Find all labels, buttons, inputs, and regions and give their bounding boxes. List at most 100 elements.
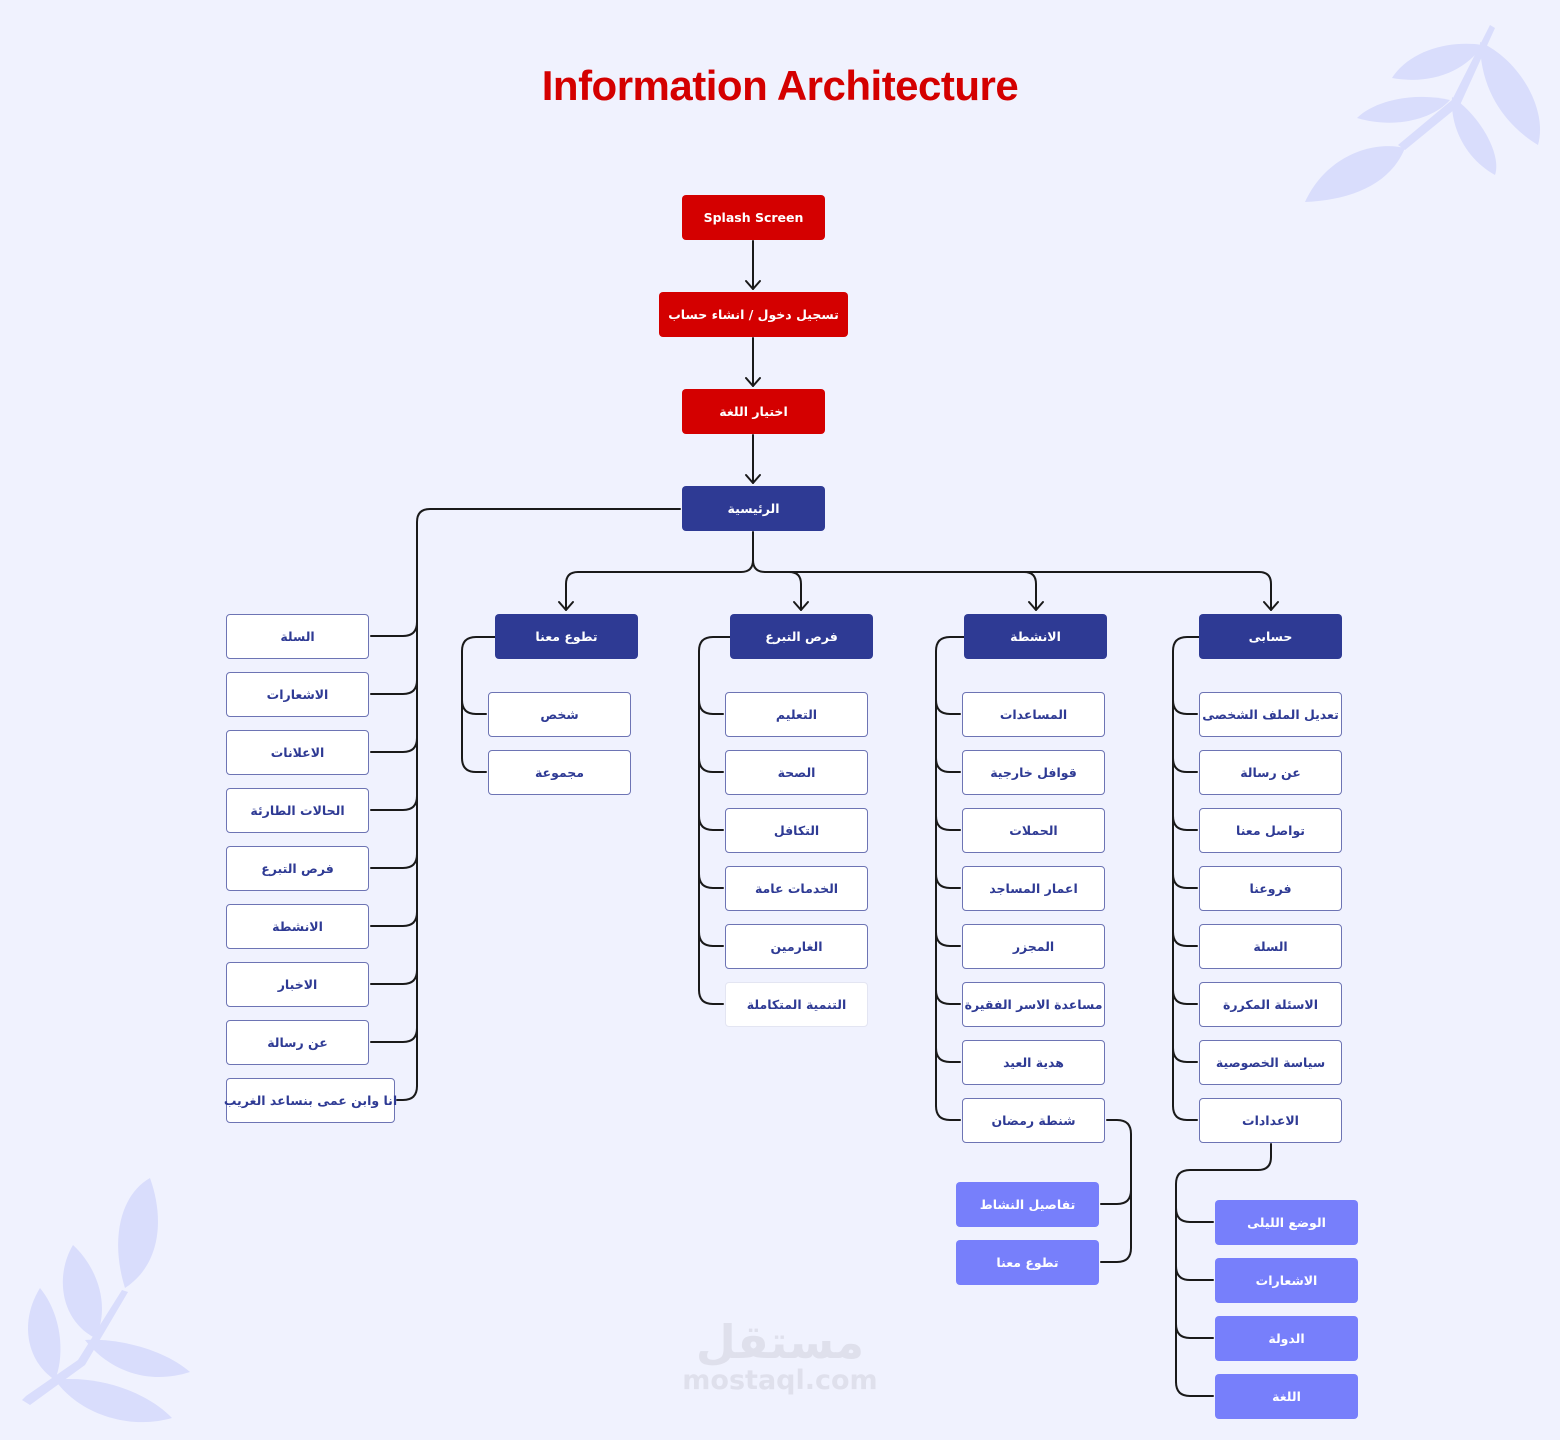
connector-home-menu-2 [370, 737, 418, 753]
child-item-activities[interactable]: قوافل خارجية [962, 750, 1105, 795]
child-item-account[interactable]: تعديل الملف الشخصى [1199, 692, 1342, 737]
child-item-activities[interactable]: المساعدات [962, 692, 1105, 737]
child-item-account[interactable]: الاسئلة المكررة [1199, 982, 1342, 1027]
connector-activities-7 [935, 1105, 961, 1121]
sub-item-settings[interactable]: الوضع الليلى [1215, 1200, 1358, 1245]
connector-home-account [1023, 571, 1272, 611]
arrow-head-section-2 [1028, 601, 1044, 611]
watermark-latin: mostaql.com [682, 1365, 878, 1396]
connector-home-menu-0 [370, 621, 418, 637]
connector-home-menu-spine [416, 508, 681, 1087]
connector-donation-5 [698, 989, 724, 1005]
connector-home-menu-6 [370, 969, 418, 985]
connector-activities-1 [935, 757, 961, 773]
connector-home-donation [752, 559, 802, 611]
child-item-activities[interactable]: الحملات [962, 808, 1105, 853]
connector-account-2 [1172, 815, 1198, 831]
connector-spine-account [1172, 636, 1200, 1107]
child-item-donation[interactable]: الغارمين [725, 924, 868, 969]
connector-home-menu-8 [396, 1085, 418, 1101]
child-item-account[interactable]: فروعنا [1199, 866, 1342, 911]
sub-item-activities[interactable]: تطوع معنا [956, 1240, 1099, 1285]
connector-activities-4 [935, 931, 961, 947]
connector-account-7 [1172, 1105, 1198, 1121]
connector-spine-activities [935, 636, 965, 1107]
sub-item-settings[interactable]: اللغة [1215, 1374, 1358, 1419]
child-item-donation[interactable]: التعليم [725, 692, 868, 737]
watermark-arabic: مستقل [695, 1315, 865, 1369]
leaf-branch-decoration-top-right [1305, 25, 1541, 202]
home-menu-item[interactable]: الاخبار [226, 962, 369, 1007]
connector-activities-3 [935, 873, 961, 889]
arrow-head-section-3 [1263, 601, 1279, 611]
connector-settings-3 [1175, 1381, 1214, 1397]
connector-home-menu-4 [370, 853, 418, 869]
child-item-activities[interactable]: اعمار المساجد [962, 866, 1105, 911]
home-menu-item[interactable]: انا وابن عمى بنساعد الغريب [224, 1078, 397, 1123]
child-item-account[interactable]: السلة [1199, 924, 1342, 969]
section-donation-opportunities[interactable]: فرص التبرع [730, 614, 873, 659]
connector-settings-2 [1175, 1323, 1214, 1339]
connector-donation-2 [698, 815, 724, 831]
child-item-activities[interactable]: مساعدة الاسر الفقيرة [962, 982, 1105, 1027]
home-menu-item[interactable]: الحالات الطارئة [226, 788, 369, 833]
arrow-head-section-0 [558, 601, 574, 611]
connector-home-menu-1 [370, 679, 418, 695]
child-item-volunteer[interactable]: مجموعة [488, 750, 631, 795]
connector-donation-1 [698, 757, 724, 773]
connector-account-0 [1172, 699, 1198, 715]
connector-account-5 [1172, 989, 1198, 1005]
child-item-activities[interactable]: المجزر [962, 924, 1105, 969]
home-menu-item[interactable]: الاشعارات [226, 672, 369, 717]
section-my-account[interactable]: حسابى [1199, 614, 1342, 659]
arrow-language-to-home-head [745, 474, 761, 484]
child-item-donation[interactable]: الصحة [725, 750, 868, 795]
connector-home-menu-3 [370, 795, 418, 811]
child-item-donation[interactable]: التنمية المتكاملة [725, 982, 868, 1027]
child-item-account[interactable]: تواصل معنا [1199, 808, 1342, 853]
child-item-account[interactable]: الاعدادات [1199, 1098, 1342, 1143]
child-item-activities[interactable]: شنطة رمضان [962, 1098, 1105, 1143]
node-home[interactable]: الرئيسية [682, 486, 825, 531]
connector-home-menu-7 [370, 1027, 418, 1043]
home-menu-item[interactable]: السلة [226, 614, 369, 659]
leaf-branch-decoration-bottom-left [22, 1178, 190, 1423]
sub-item-settings[interactable]: الاشعارات [1215, 1258, 1358, 1303]
child-item-donation[interactable]: التكافل [725, 808, 868, 853]
page-title: Information Architecture [541, 62, 1019, 109]
connector-home-volunteer [565, 531, 754, 611]
home-menu-item[interactable]: فرص التبرع [226, 846, 369, 891]
home-menu-item[interactable]: الانشطة [226, 904, 369, 949]
node-login-register[interactable]: تسجيل دخول / انشاء حساب [659, 292, 848, 337]
node-splash-screen[interactable]: Splash Screen [682, 195, 825, 240]
child-item-volunteer[interactable]: شخص [488, 692, 631, 737]
connector-settings-0 [1175, 1207, 1214, 1223]
child-item-account[interactable]: سياسة الخصوصية [1199, 1040, 1342, 1085]
node-language-select[interactable]: اختيار اللغة [682, 389, 825, 434]
sub-item-activities[interactable]: تفاصيل النشاط [956, 1182, 1099, 1227]
connector-activities-2 [935, 815, 961, 831]
connector-account-3 [1172, 873, 1198, 889]
arrow-head-section-1 [793, 601, 809, 611]
child-item-activities[interactable]: هدية العيد [962, 1040, 1105, 1085]
arrow-login-to-language-head [745, 377, 761, 387]
connector-donation-0 [698, 699, 724, 715]
connector-home-activities [764, 571, 1037, 611]
section-activities[interactable]: الانشطة [964, 614, 1107, 659]
home-menu-item[interactable]: الاعلانات [226, 730, 369, 775]
watermark: مستقل mostaql.com [660, 1318, 900, 1396]
connector-home-menu-5 [370, 911, 418, 927]
child-item-donation[interactable]: الخدمات عامة [725, 866, 868, 911]
connector-account-4 [1172, 931, 1198, 947]
section-volunteer[interactable]: تطوع معنا [495, 614, 638, 659]
child-item-account[interactable]: عن رسالة [1199, 750, 1342, 795]
connector-volunteer-1 [461, 757, 487, 773]
connector-activities-0 [935, 699, 961, 715]
home-menu-item[interactable]: عن رسالة [226, 1020, 369, 1065]
sub-item-settings[interactable]: الدولة [1215, 1316, 1358, 1361]
connector-donation-3 [698, 873, 724, 889]
connector-donation-4 [698, 931, 724, 947]
arrow-splash-to-login-head [745, 280, 761, 290]
connector-account-6 [1172, 1047, 1198, 1063]
connector-activities-sub-spine [1100, 1119, 1132, 1263]
